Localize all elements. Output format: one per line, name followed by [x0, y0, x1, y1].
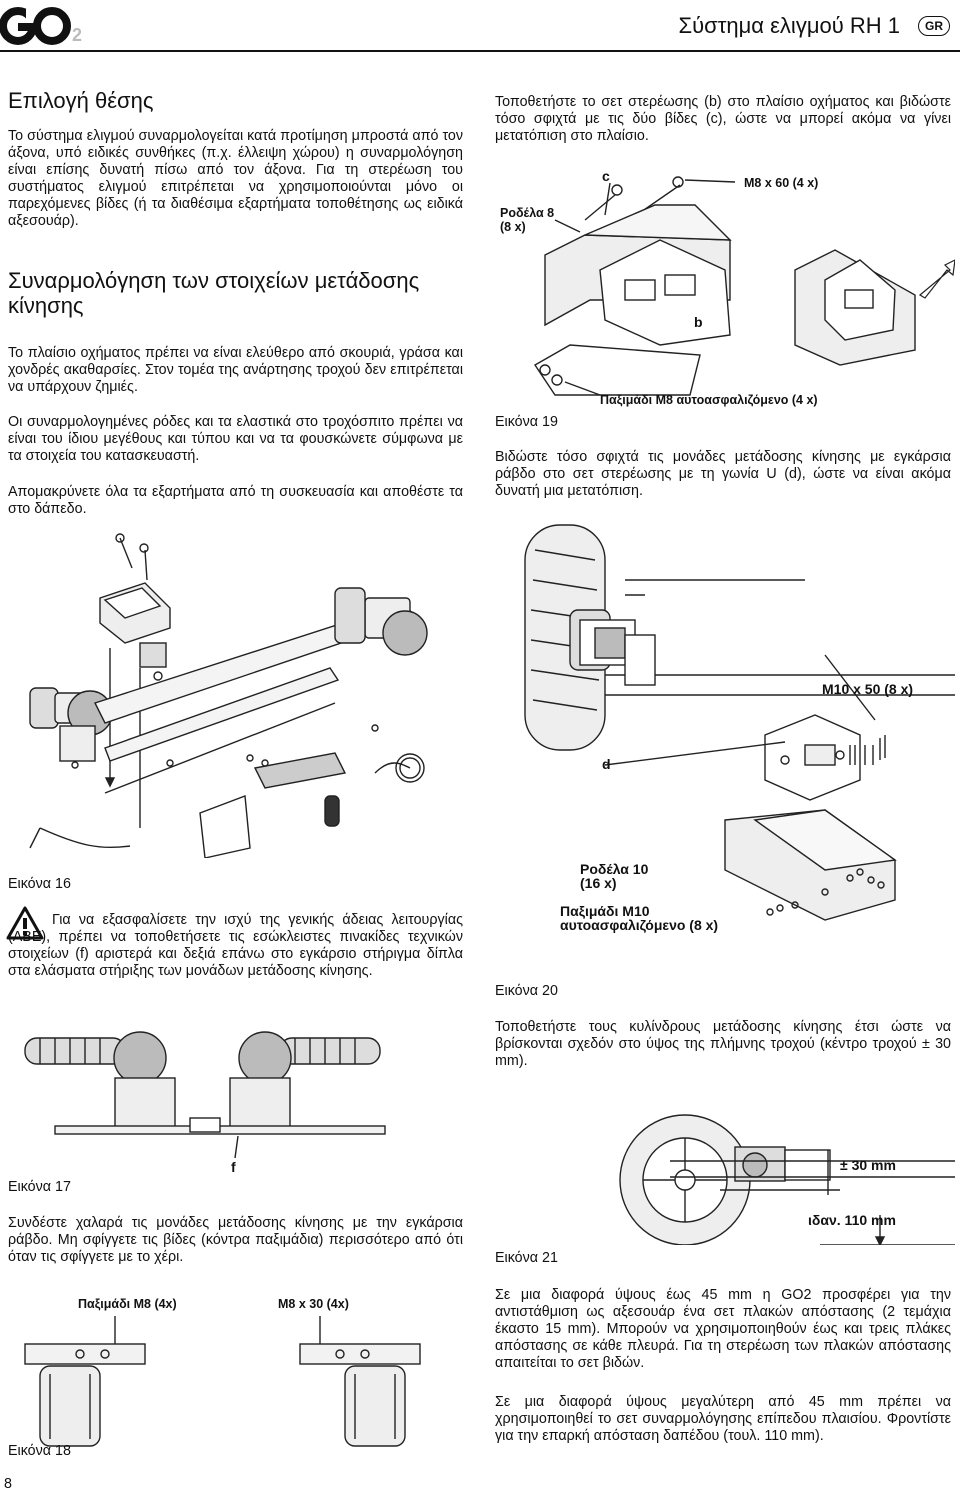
figure-20-label-d: d [602, 756, 611, 772]
paragraph-assembly-3: Απομακρύνετε όλα τα εξαρτήματα από τη συ… [8, 484, 463, 517]
paragraph-figure-19: Βιδώστε τόσο σφιχτά τις μονάδες μετάδοση… [495, 449, 951, 499]
figure-18-caption: Εικόνα 18 [8, 1443, 71, 1459]
figure-20-caption: Εικόνα 20 [495, 983, 558, 999]
figure-17-label-f: f [231, 1159, 236, 1175]
figure-17-caption: Εικόνα 17 [8, 1179, 71, 1195]
figure-19-label-bolt: M8 x 60 (4 x) [744, 176, 819, 190]
double-arrow-icon [918, 259, 955, 299]
heading-assembly: Συναρμολόγηση των στοιχείων μετάδοσης κί… [8, 268, 420, 318]
page-number: 8 [4, 1476, 12, 1492]
figure-19-caption: Εικόνα 19 [495, 414, 558, 430]
paragraph-figure-17: Συνδέστε χαλαρά τις μονάδες μετάδοσης κί… [8, 1215, 463, 1265]
figure-16-illustration [29, 533, 428, 858]
figure-20-label-washer: Ροδέλα 10 (16 x) [580, 861, 649, 891]
figure-21-illustration [619, 1114, 955, 1245]
figure-20-label-bolt: M10 x 50 (8 x) [822, 681, 914, 697]
figure-19-label-b: b [694, 314, 703, 330]
figure-18-label-bolt: M8 x 30 (4x) [278, 1297, 349, 1311]
figure-18-illustration [24, 1316, 421, 1447]
figure-16-caption: Εικόνα 16 [8, 876, 71, 892]
paragraph-figure-21-1: Σε μια διαφορά ύψους έως 45 mm η GO2 προ… [495, 1287, 951, 1371]
figure-21-caption: Εικόνα 21 [495, 1250, 558, 1266]
paragraph-assembly-2: Οι συναρμολογημένες ρόδες και τα ελαστικ… [8, 414, 463, 464]
warning-triangle-icon [6, 906, 44, 940]
paragraph-figure-20: Τοποθετήστε τους κυλίνδρους μετάδοσης κί… [495, 1019, 951, 1069]
figure-19-illustration [534, 176, 955, 396]
svg-text:2: 2 [72, 25, 82, 45]
paragraph-figure-21-2: Σε μια διαφορά ύψους μεγαλύτερη από 45 m… [495, 1394, 951, 1444]
figure-17-illustration [24, 1031, 386, 1159]
language-badge: GR [918, 16, 950, 36]
figure-18-label-nut: Παξιμάδι M8 (4x) [78, 1297, 177, 1311]
figure-21-label-ground: ιδαν. 110 mm [808, 1212, 896, 1228]
warning-paragraph: Για να εξασφαλίσετε την ισχύ της γενικής… [8, 912, 463, 979]
paragraph-assembly-1: Το πλαίσιο οχήματος πρέπει να είναι ελεύ… [8, 345, 463, 395]
header-rule [0, 50, 960, 52]
figure-20-illustration [524, 524, 955, 921]
figure-19-label-washer: Ροδέλα 8 (8 x) [500, 206, 555, 234]
paragraph-position: Το σύστημα ελιγμού συναρμολογείται κατά … [8, 128, 463, 229]
figure-21-label-height: ± 30 mm [840, 1157, 896, 1173]
figure-19-label-c: c [602, 168, 610, 184]
figure-19-label-nut: Παξιμάδι M8 αυτοασφαλιζόμενο (4 x) [600, 393, 818, 407]
go2-logo: 2 [0, 7, 82, 45]
figure-20-label-nut: Παξιμάδι M10 αυτοασφαλιζόμενο (8 x) [560, 903, 719, 933]
paragraph-intro: Τοποθετήστε το σετ στερέωσης (b) στο πλα… [495, 94, 951, 144]
heading-position: Επιλογή θέσης [8, 88, 154, 113]
document-title: Σύστημα ελιγμού RH 1 [678, 13, 900, 38]
